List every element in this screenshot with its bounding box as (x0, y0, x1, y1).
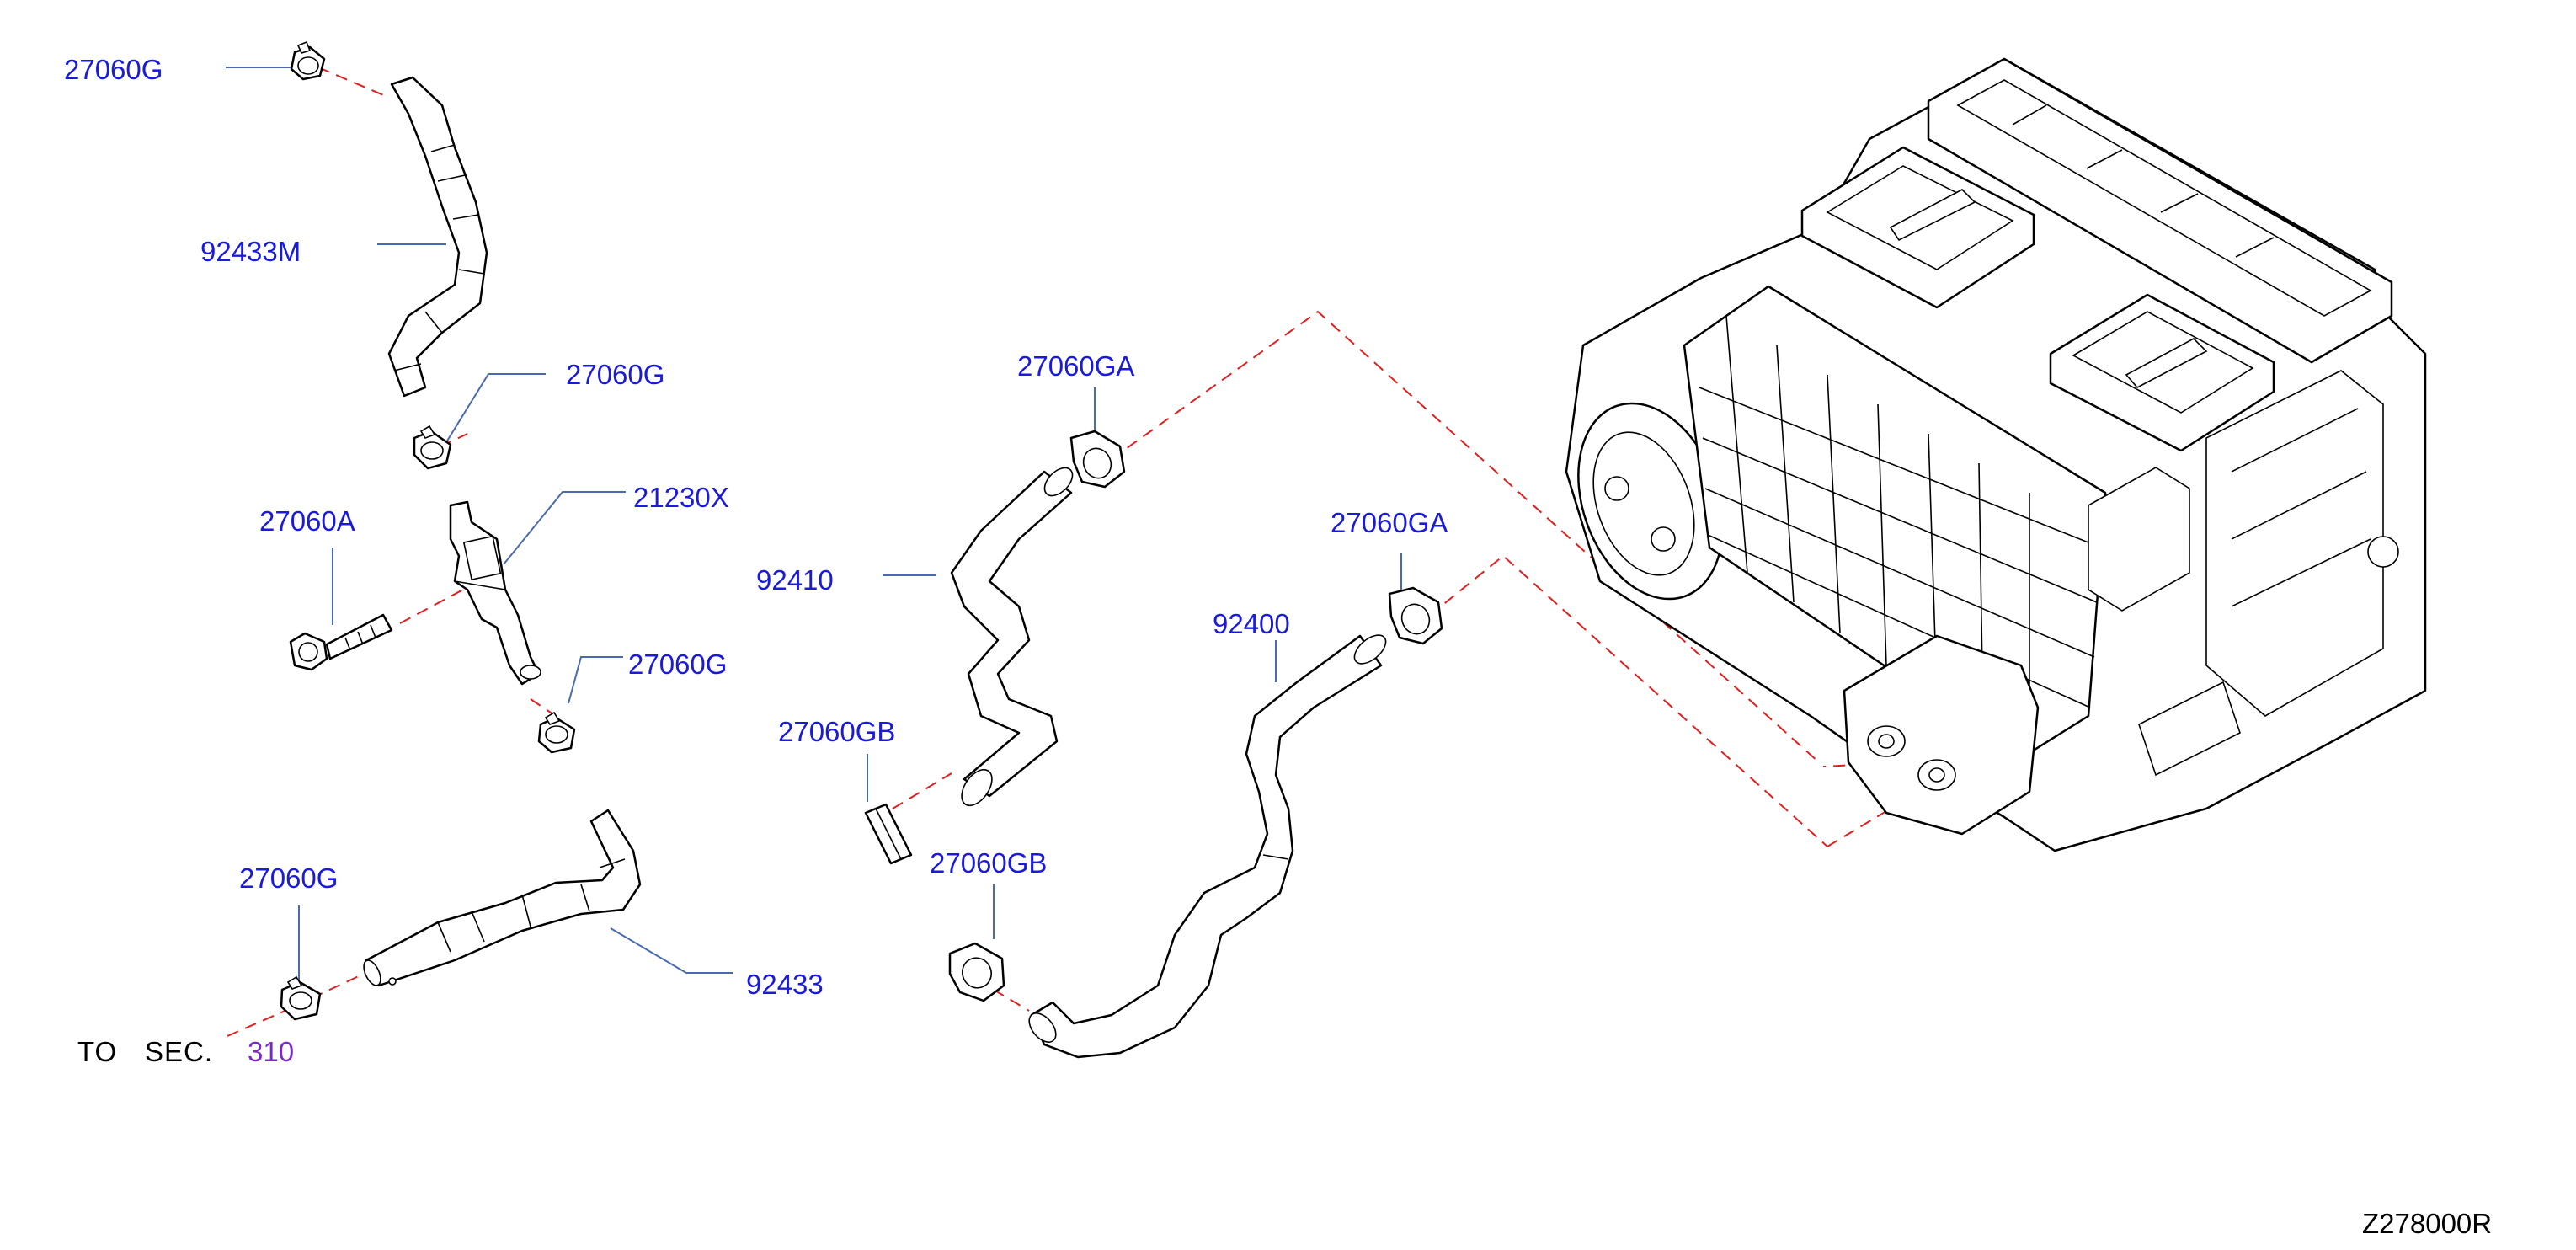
label-92400[interactable]: 92400 (1213, 608, 1290, 639)
leader-lines (226, 67, 1402, 981)
label-92433m[interactable]: 92433M (200, 236, 301, 267)
clamp-27060ga-a[interactable] (1069, 430, 1126, 489)
clamp-27060ga-b[interactable] (1388, 586, 1443, 645)
bolt-27060a[interactable] (289, 613, 393, 671)
label-27060gb-b[interactable]: 27060GB (930, 847, 1048, 879)
hose-92433[interactable] (360, 809, 642, 988)
sec-text: SEC. (145, 1036, 214, 1067)
label-27060g-low[interactable]: 27060G (628, 649, 728, 680)
label-27060gb-a[interactable]: 27060GB (778, 716, 896, 747)
label-27060g-top[interactable]: 27060G (64, 54, 163, 85)
hose-92400[interactable] (1024, 630, 1391, 1059)
label-27060ga-a[interactable]: 27060GA (1017, 350, 1135, 382)
label-27060g-bottom[interactable]: 27060G (239, 863, 339, 894)
section-310-link[interactable]: 310 (248, 1036, 295, 1067)
drawing-id: Z278000R (2362, 1208, 2493, 1239)
seal-27060gb-a[interactable] (864, 803, 913, 865)
clamp-27060gb-b[interactable] (948, 942, 1005, 1002)
clamp-27060g-mid[interactable] (413, 425, 452, 470)
clamp-27060g-low[interactable] (537, 711, 576, 754)
clamp-27060g-top[interactable] (290, 40, 326, 81)
label-21230x[interactable]: 21230X (633, 482, 729, 513)
label-27060ga-b[interactable]: 27060GA (1331, 507, 1448, 538)
label-27060a[interactable]: 27060A (259, 505, 355, 537)
clamp-27060g-bottom[interactable] (280, 975, 322, 1021)
heater-unit-assembly[interactable] (1553, 57, 2427, 852)
to-text: TO (77, 1036, 118, 1067)
label-92410[interactable]: 92410 (756, 564, 834, 596)
label-92433[interactable]: 92433 (746, 969, 824, 1000)
label-27060g-mid[interactable]: 27060G (566, 359, 665, 390)
hose-92433m[interactable] (387, 76, 488, 398)
hose-92410[interactable] (950, 462, 1078, 810)
valve-21230x[interactable] (449, 500, 541, 686)
